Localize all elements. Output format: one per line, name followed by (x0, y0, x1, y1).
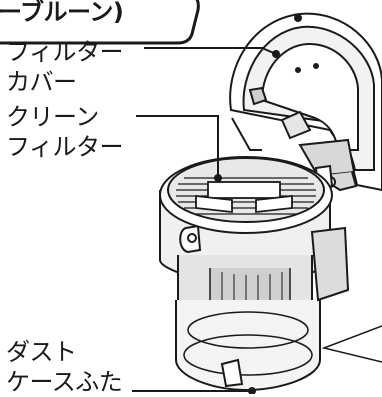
callout-dot-dust-case-lid (248, 387, 256, 394)
leader-clean-filter (136, 115, 219, 178)
clean-filter (159, 156, 333, 234)
leader-filter-cover (144, 47, 277, 55)
callout-clean-filter-line2: フィルター (6, 133, 124, 161)
callout-dot-clean-filter (214, 174, 222, 182)
airflow-lines (321, 325, 382, 363)
leader-lines (132, 47, 277, 392)
callout-dot-filter-cover (272, 50, 280, 58)
callout-dust-case-lid-line1: ダスト (6, 338, 77, 366)
callout-clean-filter: クリーン フィルター (6, 102, 124, 162)
callout-filter-cover-line2: カバー (6, 68, 77, 96)
callout-clean-filter-line1: クリーン (6, 103, 99, 131)
callout-dust-case-lid-line2: ケースふた (6, 368, 123, 396)
callout-filter-cover-line1: フィルター (6, 38, 124, 66)
callout-filter-cover: フィルター カバー (6, 37, 124, 97)
header-tab-frame (0, 0, 200, 45)
section-header-text: ーブルーン) (0, 0, 124, 26)
section-header: ーブルーン) (0, 0, 198, 41)
callout-dust-case-lid: ダスト ケースふた (6, 337, 123, 397)
